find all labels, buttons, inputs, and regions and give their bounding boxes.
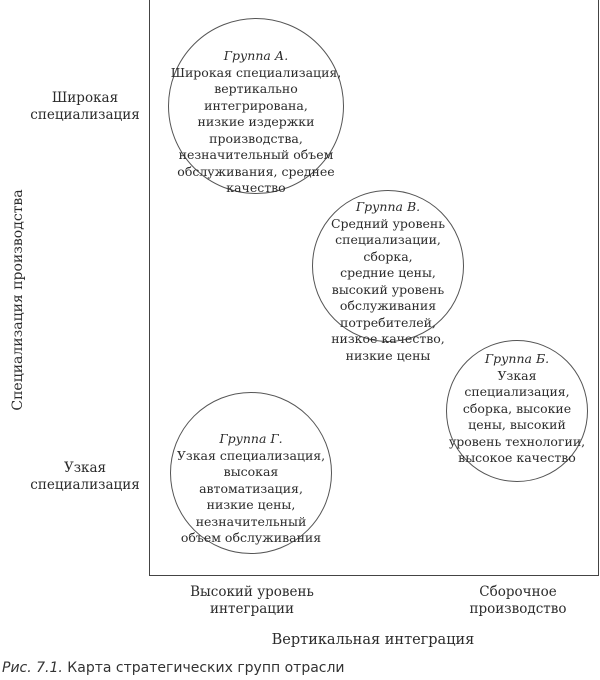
y-label-narrow: Узкая специализация <box>20 460 150 494</box>
group-b-line: Узкая <box>497 367 537 383</box>
x-label-high-line: интеграции <box>210 601 294 617</box>
group-g-line: незначительный <box>195 513 307 529</box>
figure-caption-text: Карта стратегических групп отрасли <box>62 660 345 676</box>
y-label-wide-line: специализация <box>30 107 140 123</box>
group-b-line: уровень технологии, <box>448 433 586 449</box>
x-axis-title: Вертикальная интеграция <box>271 632 475 648</box>
group-v-line: средние цены, <box>340 265 436 280</box>
y-label-wide: Широкая специализация <box>20 90 150 124</box>
group-a-line: Широкая специализация, <box>170 64 342 80</box>
x-label-assembly-line: производство <box>469 601 567 617</box>
group-a-line: незначительный объем <box>178 147 334 162</box>
group-g-line: Узкая специализация, <box>176 447 326 463</box>
x-label-assembly: Сборочное производство <box>438 584 598 618</box>
group-g-title: Группа Г. <box>219 431 283 446</box>
group-v-line: Средний уровень <box>330 215 446 231</box>
figure-caption: Рис. 7.1. Карта стратегических групп отр… <box>2 660 345 676</box>
group-v-circle: Группа В. Средний уровень специализации,… <box>312 190 464 363</box>
x-label-high-line: Высокий уровень <box>190 584 314 600</box>
group-v-line: потребителей, <box>340 314 436 330</box>
figure-number: Рис. 7.1. <box>2 660 63 676</box>
group-v-line: обслуживания <box>339 298 437 313</box>
group-g-line: высокая автоматизация, <box>199 464 303 496</box>
group-b-line: сборка, высокие <box>462 400 572 416</box>
y-label-narrow-line: специализация <box>30 477 140 493</box>
group-g-circle: Группа Г. Узкая специализация, высокая а… <box>170 392 332 554</box>
group-a-line: качество <box>226 180 286 195</box>
group-a-line: низкие издержки <box>197 114 315 129</box>
x-label-assembly-line: Сборочное <box>479 584 557 600</box>
group-b-circle: Группа Б. Узкая специализация, сборка, в… <box>446 340 588 482</box>
group-a-line: производства, <box>209 130 303 146</box>
group-a-line: вертикально интегрирована, <box>204 81 308 113</box>
y-axis-title: Специализация производства <box>10 189 26 411</box>
group-g-line: низкие цены, <box>206 497 296 512</box>
group-b-line: высокое качество <box>458 450 576 465</box>
group-a-circle: Группа А. Широкая специализация, вертика… <box>168 18 344 195</box>
y-label-narrow-line: Узкая <box>63 460 107 476</box>
group-g-line: объем обслуживания <box>180 530 322 545</box>
x-label-high-integration: Высокий уровень интеграции <box>172 584 332 618</box>
group-v-line: специализации, сборка, <box>335 232 441 264</box>
group-v-title: Группа В. <box>355 199 421 214</box>
group-v-line: высокий уровень <box>331 281 445 297</box>
group-a-title: Группа А. <box>223 48 289 63</box>
group-b-title: Группа Б. <box>484 351 550 366</box>
group-a-line: обслуживания, среднее <box>177 163 335 179</box>
group-b-line: цены, высокий <box>468 417 566 432</box>
group-v-line: низкое качество, <box>331 331 445 346</box>
y-label-wide-line: Широкая <box>51 90 119 106</box>
map-frame <box>149 0 599 576</box>
group-v-line: низкие цены <box>345 347 431 363</box>
group-b-line: специализация, <box>464 384 570 399</box>
